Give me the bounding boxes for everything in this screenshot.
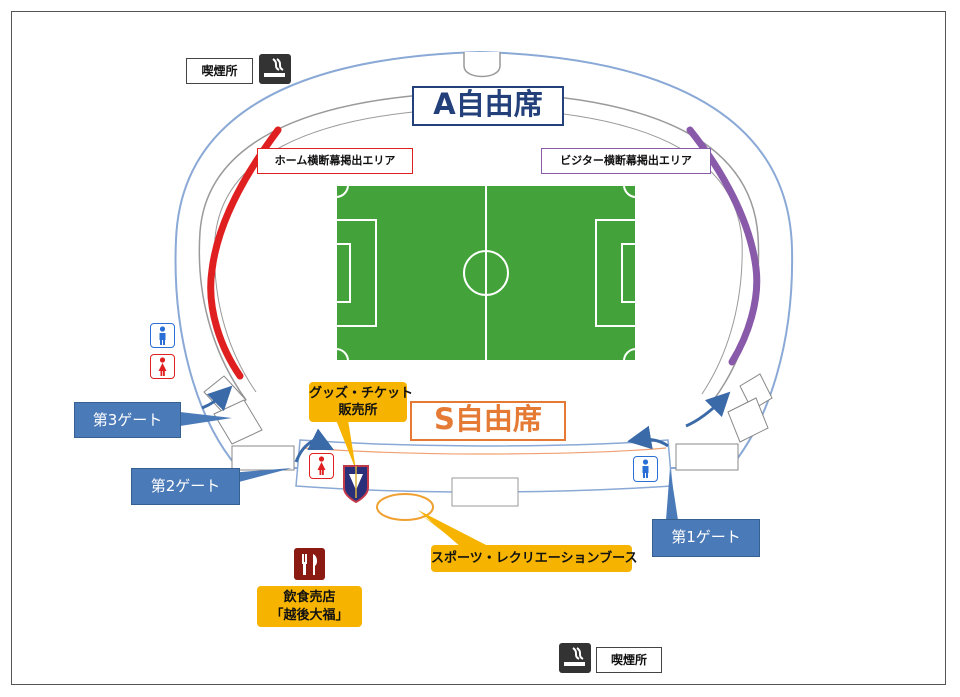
north-notch bbox=[463, 52, 501, 78]
east-entry-arrow bbox=[685, 391, 731, 428]
club-emblem-icon bbox=[343, 465, 369, 504]
female-restroom-icon bbox=[309, 453, 334, 479]
south-stand-inner-line bbox=[301, 447, 667, 455]
sports-booth-area bbox=[376, 493, 434, 521]
smoking-area-icon bbox=[259, 54, 291, 84]
sports-booth-callout: スポーツ・レクリエーションブース bbox=[431, 545, 637, 572]
gate-3-label: 第3ゲート bbox=[74, 402, 181, 438]
gate3-callout-pointer bbox=[180, 412, 232, 426]
female-restroom-icon bbox=[150, 354, 175, 379]
soccer-pitch bbox=[335, 184, 637, 362]
east-gate-structure-2 bbox=[727, 397, 769, 443]
visitor-banner-area-line bbox=[686, 126, 761, 366]
male-restroom-icon bbox=[633, 456, 658, 482]
south-stand-block bbox=[451, 477, 519, 507]
home-banner-area-line bbox=[207, 126, 282, 380]
gate-2-label: 第2ゲート bbox=[131, 468, 240, 505]
goods-callout-line1: グッズ・チケット bbox=[309, 386, 414, 401]
gate1-callout-pointer bbox=[666, 468, 678, 520]
map-frame bbox=[11, 11, 946, 685]
food-callout-line1: 飲食売店 bbox=[283, 590, 336, 605]
goods-callout-pointer bbox=[336, 420, 356, 470]
goods-callout-line2: 販売所 bbox=[338, 403, 378, 418]
goods-ticket-booth-callout: グッズ・チケット 販売所 bbox=[309, 382, 414, 422]
gate2-entry-arrow bbox=[294, 428, 335, 463]
east-lower-structure bbox=[675, 443, 739, 471]
gate-1-label: 第1ゲート bbox=[652, 519, 760, 557]
smoking-area-label-south: 喫煙所 bbox=[596, 647, 662, 673]
west-lower-structure bbox=[231, 445, 295, 471]
s-seat-label: S自由席 bbox=[410, 401, 566, 441]
gate1-entry-arrow bbox=[627, 425, 669, 450]
gate3-entry-arrow bbox=[201, 385, 233, 412]
home-banner-area-label: ホーム横断幕掲出エリア bbox=[257, 148, 413, 174]
a-seat-label: A自由席 bbox=[412, 86, 564, 126]
male-restroom-icon bbox=[150, 323, 175, 348]
smoking-area-label-north: 喫煙所 bbox=[186, 58, 253, 84]
food-stand-callout: 飲食売店 「越後大福」 bbox=[257, 586, 362, 627]
smoking-area-icon bbox=[559, 643, 591, 673]
restaurant-icon bbox=[294, 548, 325, 580]
visitor-banner-area-label: ビジター横断幕掲出エリア bbox=[541, 148, 711, 174]
food-callout-line2: 「越後大福」 bbox=[270, 608, 349, 623]
